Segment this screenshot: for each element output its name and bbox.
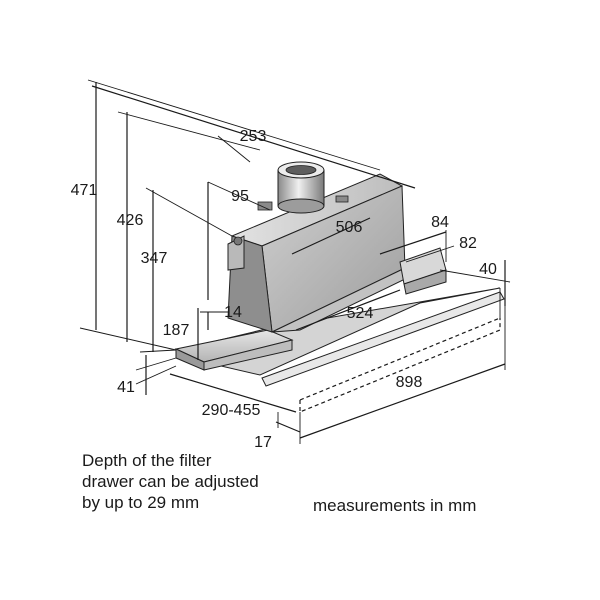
dim-depth: 253 [240, 128, 267, 145]
hood-body [174, 161, 505, 387]
dim-drawer-depth: 187 [163, 322, 190, 339]
dim-front-thickness: 41 [117, 379, 135, 396]
dim-drawer-offset: 14 [224, 304, 242, 321]
units-note: measurements in mm [313, 496, 477, 515]
dim-front-height: 40 [479, 261, 497, 278]
dim-body-height: 426 [117, 212, 144, 229]
dim-body-width: 506 [336, 219, 363, 236]
dim-front-offset: 17 [254, 434, 272, 451]
dim-total-width: 898 [396, 374, 423, 391]
dim-outlet-offset: 95 [231, 188, 249, 205]
dimension-lines [79, 79, 511, 444]
dim-total-height: 471 [71, 182, 98, 199]
dim-drawer-range: 290-455 [202, 402, 261, 419]
filter-adjustment-note: Depth of the filter drawer can be adjust… [82, 451, 259, 512]
dim-chimney-height: 347 [141, 250, 168, 267]
dim-side-depth: 84 [431, 214, 449, 231]
front-panel-outline [299, 288, 501, 413]
dim-drawer-width: 524 [347, 305, 374, 322]
dim-side-height: 82 [459, 235, 477, 252]
